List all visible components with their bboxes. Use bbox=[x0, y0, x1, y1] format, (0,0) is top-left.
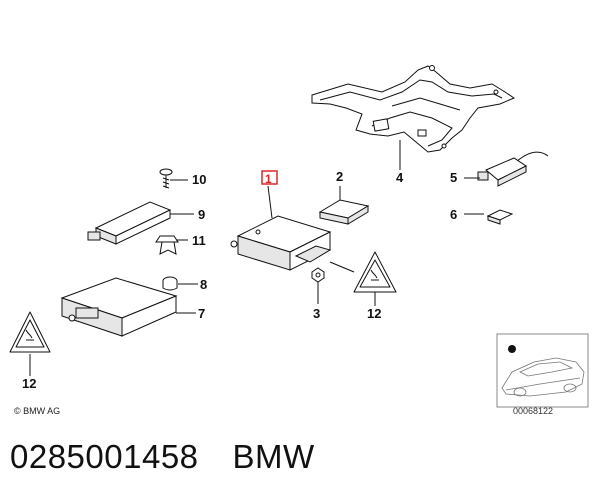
vehicle-locator-thumbnail bbox=[496, 333, 589, 408]
bracket-part bbox=[318, 199, 370, 225]
callout-1[interactable]: 1 bbox=[265, 172, 272, 186]
grommet-part bbox=[162, 276, 178, 291]
callout-9[interactable]: 9 bbox=[198, 207, 205, 222]
warning-label-right bbox=[353, 251, 397, 293]
locator-dot bbox=[508, 345, 516, 353]
airbag-control-unit bbox=[230, 215, 332, 271]
expanding-clip-part bbox=[155, 235, 179, 255]
frame-gasket-part bbox=[311, 65, 516, 153]
callout-11[interactable]: 11 bbox=[192, 233, 206, 248]
warning-label-left bbox=[9, 311, 51, 353]
sensor-cable-part bbox=[477, 151, 549, 187]
callout-12-right[interactable]: 12 bbox=[367, 306, 381, 321]
callout-12-left[interactable]: 12 bbox=[22, 376, 36, 391]
leader-lines bbox=[29, 140, 484, 376]
callout-2[interactable]: 2 bbox=[336, 169, 343, 184]
nut-part bbox=[311, 267, 325, 283]
module-part bbox=[60, 277, 178, 337]
part-number: 0285001458 bbox=[10, 438, 199, 475]
car-outline-icon bbox=[501, 357, 585, 397]
clip-part bbox=[486, 209, 514, 225]
brand-name: BMW bbox=[232, 438, 315, 475]
copyright-text: © BMW AG bbox=[14, 406, 60, 416]
bar-bracket-part bbox=[87, 201, 172, 245]
callout-4[interactable]: 4 bbox=[396, 170, 404, 185]
callout-8[interactable]: 8 bbox=[200, 277, 207, 292]
callout-10[interactable]: 10 bbox=[192, 172, 206, 187]
diagram-reference-code: 00068122 bbox=[513, 406, 553, 416]
callout-7[interactable]: 7 bbox=[198, 306, 205, 321]
callout-6[interactable]: 6 bbox=[450, 207, 457, 222]
callout-5[interactable]: 5 bbox=[450, 170, 457, 185]
screw-part bbox=[159, 168, 173, 189]
part-caption: 0285001458 BMW bbox=[10, 438, 315, 484]
callout-3[interactable]: 3 bbox=[313, 306, 320, 321]
part-1-highlight-box bbox=[261, 170, 278, 185]
